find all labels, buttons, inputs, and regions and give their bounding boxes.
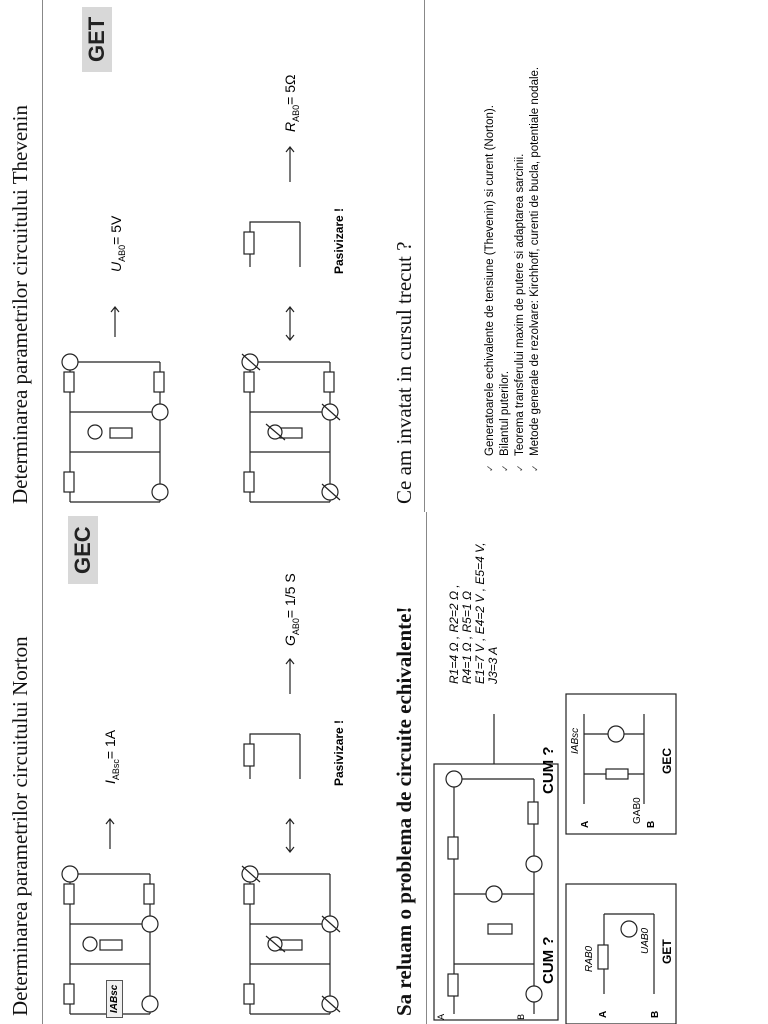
list-item: Teorema transferului maxim de putere si … bbox=[514, 32, 527, 472]
slide-recap: Ce am invatat in cursul trecut ? Generat… bbox=[384, 0, 768, 512]
gab0-value: GAB0= 1/5 S bbox=[282, 573, 301, 646]
get-r-label: RAB0 bbox=[584, 945, 595, 972]
rab0-value: RAB0= 5Ω bbox=[282, 74, 301, 132]
norton-circuit bbox=[61, 658, 341, 1015]
list-item: Generatoarele echivalente de tensiune (T… bbox=[484, 32, 497, 472]
gec-node-a: A bbox=[580, 820, 591, 828]
iabsc-box: IABsc bbox=[106, 979, 123, 1018]
node-a: A bbox=[437, 1013, 447, 1020]
recap-bullet-list: Generatoarele echivalente de tensiune (T… bbox=[484, 32, 544, 472]
node-b: B bbox=[517, 1014, 527, 1020]
slide-norton: Determinarea parametrilor circuitului No… bbox=[0, 512, 384, 1024]
thevenin-circuit-active bbox=[61, 146, 341, 503]
get-label: GET bbox=[660, 939, 674, 964]
list-item: Metode generale de rezolvare: Kirchhoff,… bbox=[529, 32, 542, 472]
page-title: Ce am invatat in cursul trecut ? bbox=[392, 241, 416, 504]
pasivizare-label: Pasivizare ! bbox=[332, 719, 346, 786]
iabsc-value: IABsc= 1A bbox=[102, 729, 121, 784]
cum-label-gec: CUM ? bbox=[540, 746, 557, 795]
gec-g-label: GAB0 bbox=[632, 797, 643, 824]
get-node-a: A bbox=[598, 1010, 609, 1018]
list-item: Bilantul puterilor. bbox=[499, 32, 512, 472]
gec-label: GEC bbox=[660, 747, 674, 774]
pasivizare-label: Pasivizare ! bbox=[332, 207, 346, 274]
slide-thevenin: Determinarea parametrilor circuitului Th… bbox=[0, 0, 384, 512]
cum-label-get: CUM ? bbox=[540, 936, 557, 985]
get-u-label: UAB0 bbox=[640, 927, 651, 954]
uab0-value: UAB0= 5V bbox=[108, 215, 127, 272]
problem-circuit: A B bbox=[433, 693, 677, 1024]
slide-problem: Sa reluam o problema de circuite echival… bbox=[384, 512, 768, 1024]
gec-node-b: B bbox=[646, 820, 657, 828]
get-node-b: B bbox=[650, 1010, 661, 1018]
divider bbox=[424, 0, 425, 512]
gec-i-label: IABsc bbox=[570, 727, 581, 754]
